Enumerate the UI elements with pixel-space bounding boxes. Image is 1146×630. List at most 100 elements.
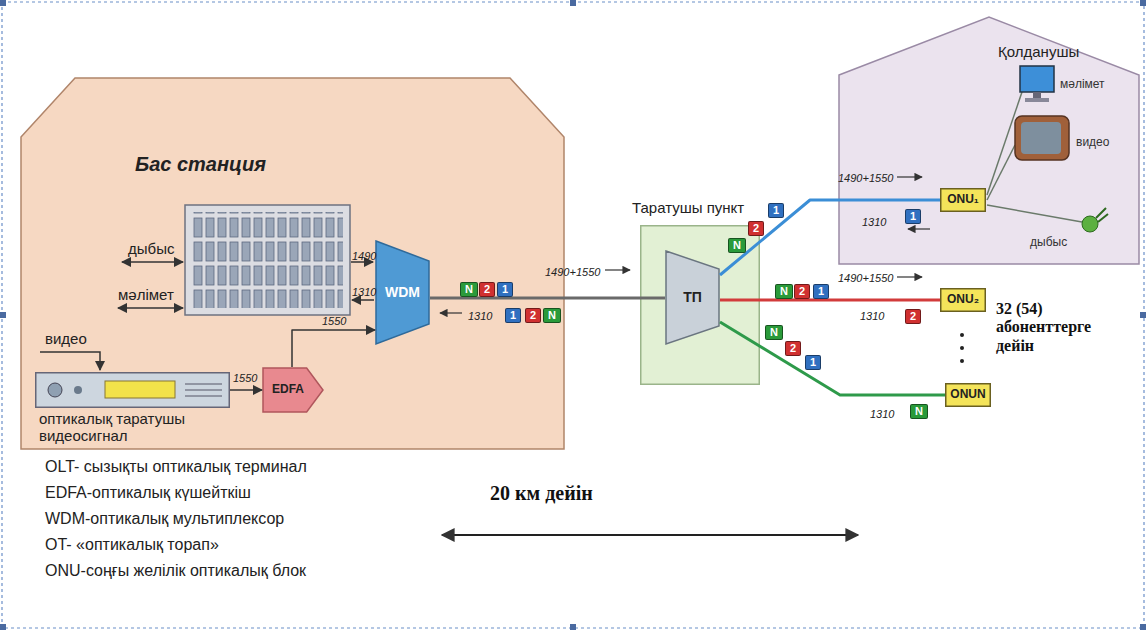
- onu-box: ONUN: [945, 383, 991, 407]
- outline: [263, 368, 323, 412]
- knob: [74, 386, 82, 394]
- direction-arrow: [897, 276, 922, 277]
- wavelength-label: 1550: [233, 372, 257, 385]
- packet-holder: 2: [785, 338, 801, 356]
- packet: 1: [497, 282, 513, 297]
- packet-holder: 1: [768, 200, 784, 218]
- onu-box: ONU₂: [940, 288, 986, 312]
- packet: 2: [785, 341, 801, 356]
- packet: N: [543, 308, 561, 323]
- packet-holder: 2: [479, 279, 495, 297]
- device-label-holder: дыбыс: [1030, 232, 1067, 250]
- packet-holder: N: [460, 279, 478, 297]
- wavelength-label-holder: 1490+1550: [545, 262, 600, 280]
- abbreviation-note-holder: EDFA-оптикалық күшейткіш: [45, 484, 251, 502]
- packet: 2: [794, 284, 810, 299]
- signal-name: дыбыс: [128, 240, 174, 257]
- wavelength-label-holder: 1310: [860, 306, 884, 324]
- packet: 1: [505, 308, 521, 323]
- wavelength-label: 1310: [870, 408, 894, 421]
- handle: [1140, 312, 1146, 318]
- packet-holder: 1: [505, 305, 521, 323]
- fiber-connector: [230, 389, 262, 391]
- wavelength-label-holder: 1490+1550: [838, 268, 893, 286]
- packet-holder: N: [728, 235, 746, 253]
- outline: [946, 384, 991, 407]
- wavelength-label: 1550: [322, 315, 346, 328]
- distance-label-holder: 20 км дейін: [490, 482, 593, 505]
- wavelength-label: 1310: [860, 310, 884, 323]
- signal-name-holder: дыбыс: [128, 240, 174, 258]
- knob: [48, 383, 62, 397]
- device-label: видео: [1076, 136, 1109, 150]
- equipment-rack: [185, 205, 350, 315]
- packet: 1: [905, 209, 921, 224]
- node-text: оптикалық таратушы видеосигнал: [39, 410, 239, 445]
- node-text: ONUN: [950, 388, 985, 402]
- node-text: EDFA: [272, 383, 304, 397]
- device-label-holder: мәлімет: [1060, 74, 1105, 92]
- node-text: WDM: [385, 284, 420, 300]
- node-text: Бас станция: [135, 153, 266, 176]
- computer-icon: [1025, 98, 1049, 102]
- device-label: мәлімет: [1060, 78, 1105, 92]
- packet-holder: 1: [905, 206, 921, 224]
- abbreviation-note-holder: WDM-оптикалық мультиплексор: [45, 510, 284, 528]
- packet-holder: N: [910, 401, 928, 419]
- computer-icon: [1020, 66, 1054, 92]
- wavelength-label-holder: 1310: [468, 306, 492, 324]
- ellipsis-dot: [960, 346, 964, 350]
- node-outline: [35, 372, 230, 408]
- signal-name-holder: мәлімет: [118, 286, 174, 304]
- wavelength-label-holder: 1310: [870, 404, 894, 422]
- abbreviation-note: WDM-оптикалық мультиплексор: [45, 510, 284, 528]
- signal-name-holder: видео: [45, 330, 87, 348]
- packet: 1: [813, 284, 829, 299]
- signal-name: видео: [45, 330, 87, 347]
- abbreviation-note-holder: ONU-соңғы желілік оптикалық блок: [45, 562, 306, 580]
- packet: 2: [479, 282, 495, 297]
- outline: [376, 241, 429, 344]
- packet-holder: 2: [525, 305, 541, 323]
- wavelength-label: 1490+1550: [838, 272, 893, 285]
- outline: [666, 251, 719, 344]
- wavelength-label-holder: 1310: [352, 282, 376, 300]
- display: [105, 381, 175, 398]
- handle: [0, 312, 6, 318]
- handle: [570, 624, 576, 630]
- abbreviation-note: OLT- сызықты оптикалық терминал: [45, 458, 307, 476]
- tv-icon: [1015, 116, 1069, 160]
- device-label: дыбыс: [1030, 236, 1067, 250]
- packet: 2: [748, 221, 764, 236]
- wavelength-label-holder: 1550: [322, 311, 346, 329]
- subscriber-note-holder: 32 (54) абоненттерге дейін: [996, 300, 1118, 355]
- wavelength-label: 1310: [862, 216, 886, 229]
- plug-icon: [1082, 216, 1098, 232]
- computer-icon: [1033, 92, 1041, 98]
- packet: 2: [525, 308, 541, 323]
- wavelength-label: 1490+1550: [545, 266, 600, 279]
- packet: 1: [805, 355, 821, 370]
- fiber-connector: [720, 299, 940, 302]
- edfa-amplifier: EDFA: [262, 367, 324, 413]
- head-station: Бас станцияWDM EDFA оптикалық таратушы вид…: [20, 75, 565, 450]
- node-text: Таратушы пункт: [632, 199, 744, 216]
- wavelength-label-holder: 1550: [233, 368, 257, 386]
- handle: [1140, 624, 1146, 630]
- packet-holder: 1: [497, 279, 513, 297]
- packet-holder: 1: [805, 352, 821, 370]
- tv-screen: [1021, 122, 1061, 154]
- wavelength-label: 1310: [352, 286, 376, 299]
- direction-arrow: [897, 176, 922, 177]
- packet-holder: N: [775, 281, 793, 299]
- video-transmitter: оптикалық таратушы видеосигнал: [35, 372, 230, 408]
- wavelength-label-holder: 1490+1550: [838, 168, 893, 186]
- outline: [36, 373, 230, 408]
- distance-label: 20 км дейін: [490, 482, 593, 505]
- wavelength-label-holder: 1310: [862, 212, 886, 230]
- abbreviation-note: EDFA-оптикалық күшейткіш: [45, 484, 251, 502]
- vent: [185, 396, 222, 397]
